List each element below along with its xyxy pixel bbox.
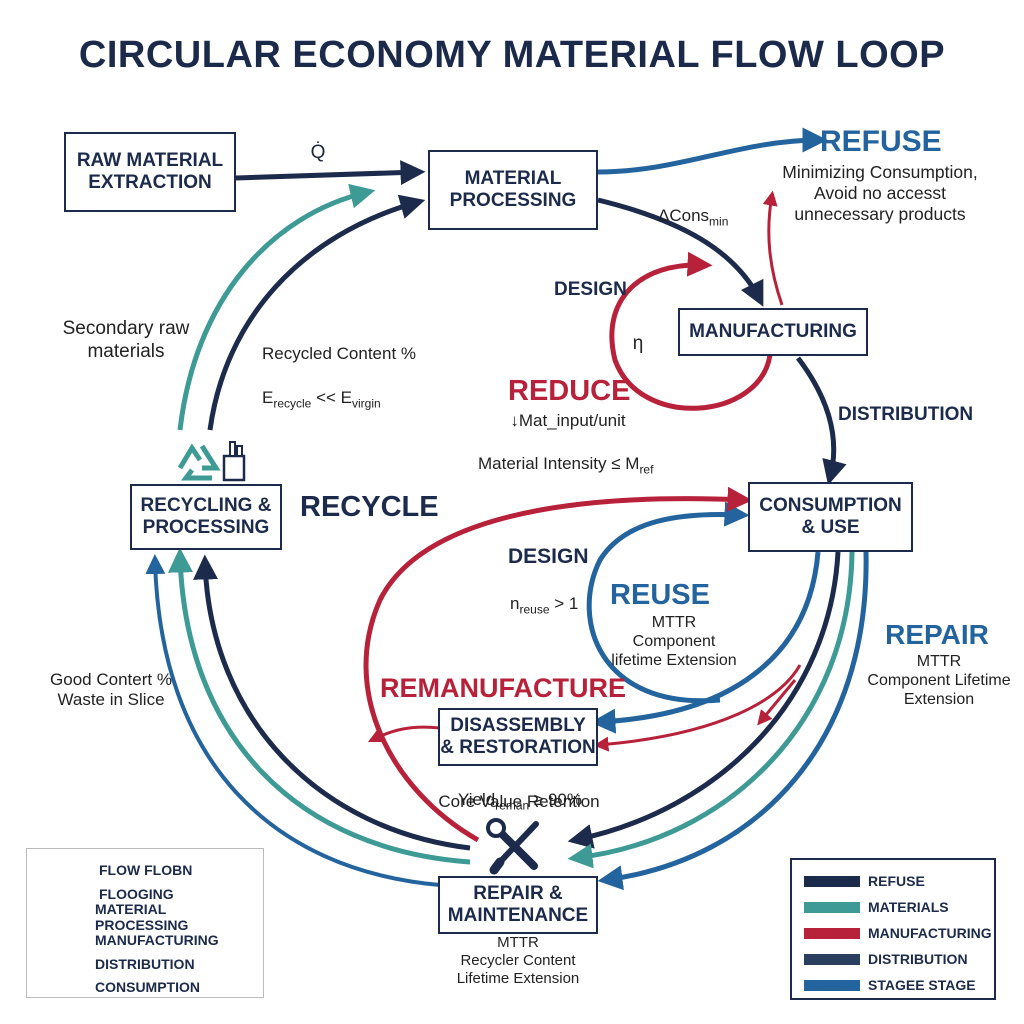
e-recycle-text: E bbox=[262, 388, 274, 408]
remanufacture-loop-arrow bbox=[363, 486, 753, 843]
node-raw-material-extraction: RAW MATERIAL EXTRACTION bbox=[64, 132, 236, 212]
n-reuse-sub: reuse bbox=[519, 602, 550, 617]
remanufacture-label: REMANUFACTURE bbox=[380, 673, 626, 703]
legend-left-label: CONSUMPTION bbox=[95, 979, 200, 995]
legend-left-row: MATERIAL PROCESSING bbox=[95, 901, 263, 933]
reduce-desc-line2: Material Intensity ≤ Mref bbox=[478, 434, 708, 477]
wrench-screwdriver-icon bbox=[486, 818, 539, 875]
legend-left-label: FLOOGING bbox=[99, 886, 174, 902]
e-mid-text: << E bbox=[311, 388, 352, 408]
reuse-loop-arrow bbox=[586, 501, 750, 704]
reduce-label: REDUCE bbox=[508, 375, 631, 407]
node-material-processing: MATERIAL PROCESSING bbox=[428, 150, 598, 230]
reduce-desc2-sub: ref bbox=[639, 462, 654, 477]
legend-swatch bbox=[804, 927, 860, 939]
legend-left-label: DISTRIBUTION bbox=[95, 956, 195, 972]
flow-arrow-consumption-to-disassembly-blue bbox=[590, 551, 821, 734]
q-dot-label: Q̇ bbox=[310, 142, 326, 163]
legend-swatch bbox=[804, 901, 860, 913]
recycled-content-label: Recycled Content % bbox=[262, 344, 417, 363]
legend-swatch bbox=[804, 953, 860, 965]
n-reuse-text: n bbox=[510, 594, 520, 614]
legend-right-row: DISTRIBUTION bbox=[804, 948, 968, 970]
legend-left-label: MATERIAL PROCESSING bbox=[95, 901, 189, 933]
legend-right: REFUSE MATERIALS MANUFACTURING DISTRIBUT… bbox=[790, 858, 996, 1000]
repair-node-description: MTTR Recycler Content Lifetime Extension bbox=[456, 934, 580, 987]
flow-arrow-consumption-to-repair-teal bbox=[567, 551, 855, 869]
legend-right-label: STAGEE STAGE bbox=[868, 977, 976, 993]
legend-swatch bbox=[804, 979, 860, 991]
yield-sub: reman bbox=[495, 798, 530, 813]
legend-left-label: MANUFACTURING bbox=[95, 932, 219, 948]
design-label-top: DESIGN bbox=[554, 279, 627, 300]
flow-arrow-repair-to-recycling-navy bbox=[193, 554, 471, 851]
flow-arrow-consumption-to-repair-blue bbox=[597, 551, 869, 891]
repair-label: REPAIR bbox=[885, 619, 989, 650]
flow-arrow-recycling-to-processing-navy bbox=[207, 194, 426, 431]
recycle-label: RECYCLE bbox=[300, 491, 439, 523]
legend-swatch bbox=[804, 875, 860, 887]
distribution-label: DISTRIBUTION bbox=[838, 404, 974, 425]
flow-arrow-manufacturing-to-consumption bbox=[796, 356, 847, 486]
delta-cons-label: ΔConsmin bbox=[658, 186, 748, 229]
legend-right-label: MATERIALS bbox=[868, 899, 949, 915]
refuse-label: REFUSE bbox=[820, 125, 942, 158]
flow-arrow-raw-to-processing bbox=[235, 160, 426, 186]
legend-left-row: DISTRIBUTION bbox=[95, 953, 195, 975]
legend-left: FLOW FLOBN FLOOGING MATERIAL PROCESSING … bbox=[26, 848, 264, 998]
legend-right-row: STAGEE STAGE bbox=[804, 974, 976, 996]
reuse-description: MTTR Component lifetime Extension bbox=[611, 614, 737, 670]
flow-arrow-repair-side-red bbox=[757, 679, 797, 726]
flow-arrow-processing-to-refuse bbox=[597, 127, 828, 175]
legend-right-row: REFUSE bbox=[804, 870, 925, 892]
legend-left-label: FLOW FLOBN bbox=[99, 862, 193, 878]
node-disassembly-restoration: DISASSEMBLY & RESTORATION bbox=[438, 708, 598, 766]
design-label-mid: DESIGN bbox=[508, 545, 589, 568]
e-recycle-sub: recycle bbox=[273, 396, 312, 411]
delta-cons-sub: min bbox=[709, 214, 729, 229]
reduce-desc-line1: ↓Mat_input/unit bbox=[510, 411, 626, 430]
flow-arrow-repair-to-recycling-teal bbox=[167, 547, 471, 865]
reduce-desc2-text: Material Intensity ≤ M bbox=[478, 454, 640, 474]
legend-left-row: FLOOGING bbox=[99, 883, 174, 905]
node-manufacturing: MANUFACTURING bbox=[678, 308, 868, 356]
legend-left-row: FLOW FLOBN bbox=[99, 859, 192, 881]
node-repair-maintenance: REPAIR & MAINTENANCE bbox=[438, 876, 598, 934]
reuse-label: REUSE bbox=[610, 579, 710, 611]
node-recycling-processing: RECYCLING & PROCESSING bbox=[130, 484, 282, 550]
core-value-label: Core Value Retention bbox=[438, 792, 600, 811]
diagram-title: CIRCULAR ECONOMY MATERIAL FLOW LOOP bbox=[78, 34, 946, 76]
flow-arrow-manufacturing-to-refuse bbox=[762, 190, 784, 306]
legend-left-row: MANUFACTURING bbox=[95, 929, 219, 951]
legend-right-label: REFUSE bbox=[868, 873, 925, 889]
flow-arrow-repair-to-recycling-blue bbox=[145, 554, 441, 887]
yield-text: Yield bbox=[458, 790, 496, 810]
energy-comparison-label: Erecycle << Evirgin bbox=[262, 368, 432, 411]
legend-right-row: MANUFACTURING bbox=[804, 922, 992, 944]
e-virgin-sub: virgin bbox=[352, 396, 381, 411]
flow-arrow-recycling-to-processing-teal bbox=[177, 183, 376, 431]
yield-label: Yieldreman ≥ 90% bbox=[440, 770, 600, 813]
secondary-raw-materials-label: Secondary raw materials bbox=[62, 318, 190, 362]
reduce-loop-arrow bbox=[609, 251, 773, 411]
n-reuse-tail: > 1 bbox=[549, 594, 579, 614]
good-content-label: Good Contert % Waste in Slice bbox=[50, 670, 172, 710]
repair-description: MTTR Component Lifetime Extension bbox=[867, 653, 1011, 709]
legend-right-label: MANUFACTURING bbox=[868, 925, 992, 941]
eta-label: η bbox=[632, 333, 644, 354]
yield-tail: ≥ 90% bbox=[529, 790, 582, 810]
flow-arrow-consumption-to-repair-navy bbox=[567, 551, 841, 849]
recycle-icon bbox=[177, 441, 246, 482]
legend-left-row: CONSUMPTION bbox=[95, 976, 200, 998]
n-reuse-label: nreuse > 1 bbox=[510, 574, 600, 617]
flow-arrow-consumption-to-disassembly-red bbox=[593, 664, 802, 752]
refuse-description: Minimizing Consumption, Avoid no accesst… bbox=[782, 162, 978, 224]
legend-right-label: DISTRIBUTION bbox=[868, 951, 968, 967]
legend-right-row: MATERIALS bbox=[804, 896, 949, 918]
delta-cons-text: ΔCons bbox=[658, 206, 710, 226]
node-consumption-use: CONSUMPTION & USE bbox=[748, 482, 913, 552]
flow-arrow-disassembly-to-remanufacture bbox=[367, 725, 441, 743]
flow-arrow-processing-to-manufacturing bbox=[597, 197, 764, 307]
